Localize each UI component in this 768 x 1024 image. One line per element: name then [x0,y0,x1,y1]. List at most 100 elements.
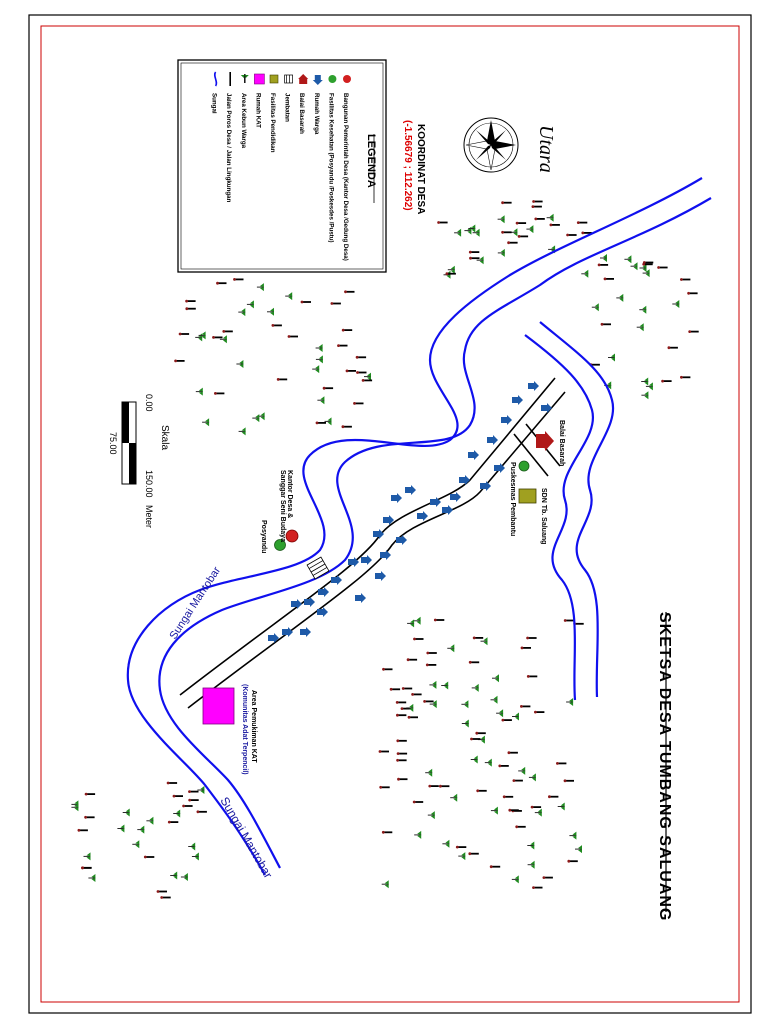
kat-area-marker[interactable] [202,687,235,725]
compass-label: Utara [535,125,557,173]
tree-icon [173,809,181,818]
house-icon[interactable] [355,593,366,603]
house-icon[interactable] [396,535,407,545]
tree-icon [534,808,542,817]
tree-icon [233,278,244,281]
tree-icon [546,213,554,222]
house-icon[interactable] [450,492,461,502]
scale-title: Skala [159,425,170,450]
house-icon[interactable] [291,599,302,609]
house-icon[interactable] [487,435,498,445]
house-icon[interactable] [300,627,311,637]
legend-item-tree: Area Kebun Warga [240,74,249,149]
tree-icon [84,815,95,819]
tree-icon [170,871,178,880]
tree-icon [470,737,481,741]
road-main-edge-b [187,391,566,709]
tree-icon [397,777,408,781]
house-icon[interactable] [501,415,512,425]
house-icon[interactable] [528,381,539,391]
house-icon[interactable] [459,475,470,485]
tree-icon [527,841,535,850]
posyandu-marker[interactable] [274,539,286,551]
tree-icon [356,371,367,374]
tree-icon [576,221,588,224]
inner-frame [40,25,740,1003]
house-icon[interactable] [494,463,505,473]
tree-icon [461,700,469,709]
legend-item-bridge: Jembatan [284,74,293,122]
tree-icon [603,277,614,281]
house-icon[interactable] [442,505,453,515]
bridge-marker[interactable] [306,556,330,580]
tree-icon [636,323,644,332]
coordinates-value: (-1.56679 ; 112.262) [402,120,413,211]
tree-icon [507,241,518,245]
tree-icon [556,762,567,765]
house-icon[interactable] [282,627,293,637]
sdn-marker[interactable] [518,488,537,504]
house-icon[interactable] [430,497,441,507]
balai-basarah-marker[interactable] [536,431,554,451]
tree-icon [202,418,210,427]
house-icon[interactable] [405,485,416,495]
house-icon[interactable] [361,555,372,565]
sanggar-label: Sanggar Seni Budaya [279,470,286,542]
house-icon[interactable] [348,557,359,567]
tree-icon [492,674,499,683]
legend-symbol-circle-green [328,75,337,83]
kat-label-line2: (Komunitas Adat Terpencil) [241,684,248,775]
house-icon[interactable] [375,571,386,581]
tree-icon [639,264,647,272]
tree-icon [429,680,437,689]
puskesmas-label: Puskesmas Pembantu [509,462,516,536]
tree-icon [345,369,356,373]
tree-icon [315,344,323,352]
tree-icon [428,784,439,788]
tree-icon [236,360,244,368]
tree-icon [642,269,650,278]
tree-icon [480,637,488,646]
tree-icon [445,272,456,276]
house-icon[interactable] [380,550,391,560]
house-icon[interactable] [512,395,523,405]
tree-icon [461,719,469,728]
tree-icon [455,845,467,849]
house-icon[interactable] [331,575,342,585]
house-icon[interactable] [391,493,402,503]
house-icon[interactable] [417,511,428,521]
tree-icon [563,619,575,622]
tree-icon [454,228,462,237]
house-icon[interactable] [318,587,329,597]
house-icon[interactable] [383,515,394,525]
scale-tick-1: 75.00 [108,432,118,455]
tree-icon [530,805,542,809]
house-icon[interactable] [268,633,279,643]
house-icon[interactable] [468,450,479,460]
river-main-bank-a [126,177,703,876]
house-icon[interactable] [480,481,491,491]
house-icon[interactable] [304,597,315,607]
house-icon[interactable] [373,529,384,539]
tree-icon [680,278,691,281]
legend-inner-box [180,62,384,270]
road-main-edge-a [179,377,556,696]
tree-icon [166,781,178,785]
tree-icon [496,709,504,718]
house-icon[interactable] [541,403,552,413]
tree-icon [337,344,348,347]
tree-icon [581,231,592,235]
tree-icon [411,693,422,696]
tree-icon [661,379,672,383]
tree-icon [344,290,355,294]
puskesmas-marker[interactable] [518,460,530,472]
house-icon[interactable] [317,607,328,617]
kantor-desa-marker[interactable] [285,529,299,543]
tree-icon [156,890,167,893]
tree-icon [688,330,699,333]
tree-icon [501,201,512,205]
tree-icon [83,852,91,861]
tree-icon [502,795,514,799]
tree-icon [389,687,401,691]
